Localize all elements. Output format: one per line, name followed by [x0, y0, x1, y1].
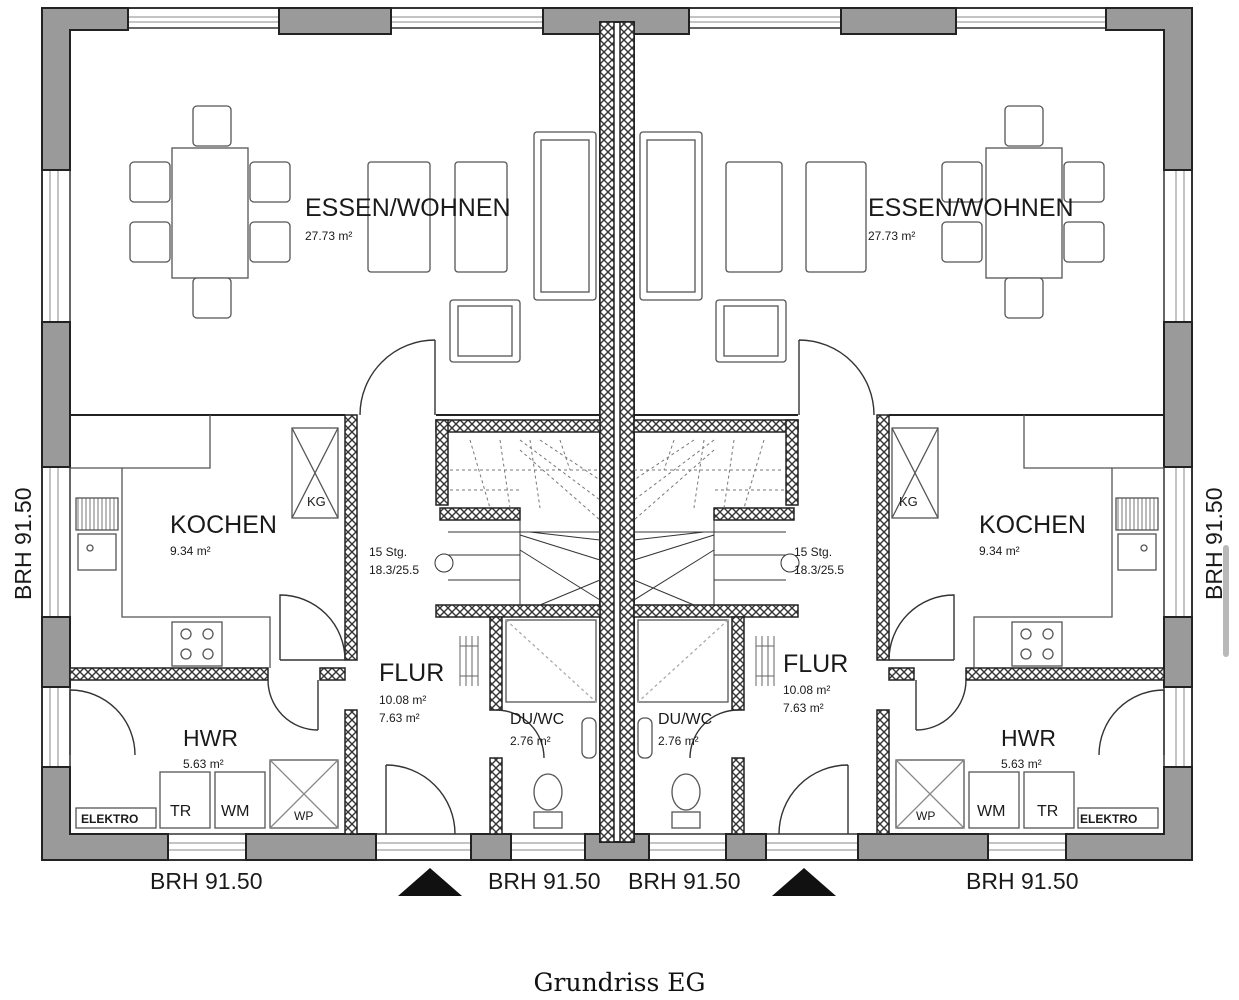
appliance-wm-left: WM: [221, 803, 249, 820]
plan-caption: Grundriss EG: [533, 968, 706, 997]
dimension-side-left: BRH 91.50: [10, 487, 36, 600]
living-furniture-left: [367, 131, 597, 363]
room-label-hwr-right: HWR: [1001, 725, 1056, 751]
hwr-appliances-left: [75, 759, 339, 829]
appliance-tr-left: TR: [170, 803, 191, 820]
kitchen-left: [70, 415, 339, 668]
room-label-hwr-left: HWR: [183, 725, 238, 751]
bathroom-left: [505, 619, 597, 829]
room-area-kochen-right: 9.34 m²: [979, 544, 1020, 558]
labels-right-unit: ESSEN/WOHNEN 27.73 m² KOCHEN 9.34 m² KG …: [658, 194, 1137, 826]
dimension-side-right: BRH 91.50: [1201, 487, 1227, 600]
dimension-labels: BRH 91.50 BRH 91.50 BRH 91.50 BRH 91.50 …: [10, 487, 1227, 894]
party-wall: [599, 21, 635, 843]
room-area-flur-left-2: 7.63 m²: [379, 711, 420, 725]
bathroom-right: [637, 619, 729, 829]
room-area-kochen-left: 9.34 m²: [170, 544, 211, 558]
dimension-bottom-left: BRH 91.50: [150, 868, 263, 894]
room-area-essen-left: 27.73 m²: [305, 229, 352, 243]
room-label-kochen-left: KOCHEN: [170, 511, 277, 539]
entrance-markers: [398, 868, 836, 896]
room-area-hwr-right: 5.63 m²: [1001, 757, 1042, 771]
doors: [69, 339, 1165, 835]
stairs-steps-right: 15 Stg.: [794, 545, 832, 559]
elektro-label-right: ELEKTRO: [1080, 812, 1137, 826]
elektro-label-left: ELEKTRO: [81, 812, 138, 826]
dimension-bottom-mid-right: BRH 91.50: [628, 868, 741, 894]
kg-label-left: KG: [307, 494, 326, 509]
kg-label-right: KG: [899, 494, 918, 509]
hatched-walls: [69, 414, 1165, 835]
radiators: [459, 636, 775, 686]
dining-table-left: [129, 105, 291, 319]
room-label-essen-right: ESSEN/WOHNEN: [868, 194, 1074, 222]
dining-table-right: [941, 105, 1105, 319]
hwr-appliances-right: [895, 759, 1159, 829]
appliance-wp-right: WP: [916, 809, 935, 823]
dimension-bottom-right: BRH 91.50: [966, 868, 1079, 894]
room-label-kochen-right: KOCHEN: [979, 511, 1086, 539]
appliance-tr-right: TR: [1037, 803, 1058, 820]
living-furniture-right: [639, 131, 867, 363]
room-area-essen-right: 27.73 m²: [868, 229, 915, 243]
appliance-wp-left: WP: [294, 809, 313, 823]
room-label-duwc-right: DU/WC: [658, 711, 712, 728]
dimension-bottom-mid-left: BRH 91.50: [488, 868, 601, 894]
room-area-duwc-left: 2.76 m²: [510, 734, 551, 748]
kitchen-right: [891, 415, 1164, 668]
room-area-duwc-right: 2.76 m²: [658, 734, 699, 748]
staircase-right: [633, 439, 800, 606]
room-area-flur-left-1: 10.08 m²: [379, 693, 426, 707]
stairs-steps-left: 15 Stg.: [369, 545, 407, 559]
room-label-duwc-left: DU/WC: [510, 711, 564, 728]
room-area-flur-right-1: 10.08 m²: [783, 683, 830, 697]
room-label-flur-right: FLUR: [783, 650, 848, 678]
appliance-wm-right: WM: [977, 803, 1005, 820]
wall-piers: [41, 7, 1193, 861]
room-area-flur-right-2: 7.63 m²: [783, 701, 824, 715]
stairs-size-left: 18.3/25.5: [369, 563, 419, 577]
scrollbar-thumb[interactable]: [1223, 545, 1229, 657]
room-label-flur-left: FLUR: [379, 659, 444, 687]
staircase-left: [434, 439, 601, 606]
labels-left-unit: ESSEN/WOHNEN 27.73 m² KOCHEN 9.34 m² KG …: [81, 194, 564, 826]
stairs-size-right: 18.3/25.5: [794, 563, 844, 577]
room-area-hwr-left: 5.63 m²: [183, 757, 224, 771]
room-label-essen-left: ESSEN/WOHNEN: [305, 194, 511, 222]
